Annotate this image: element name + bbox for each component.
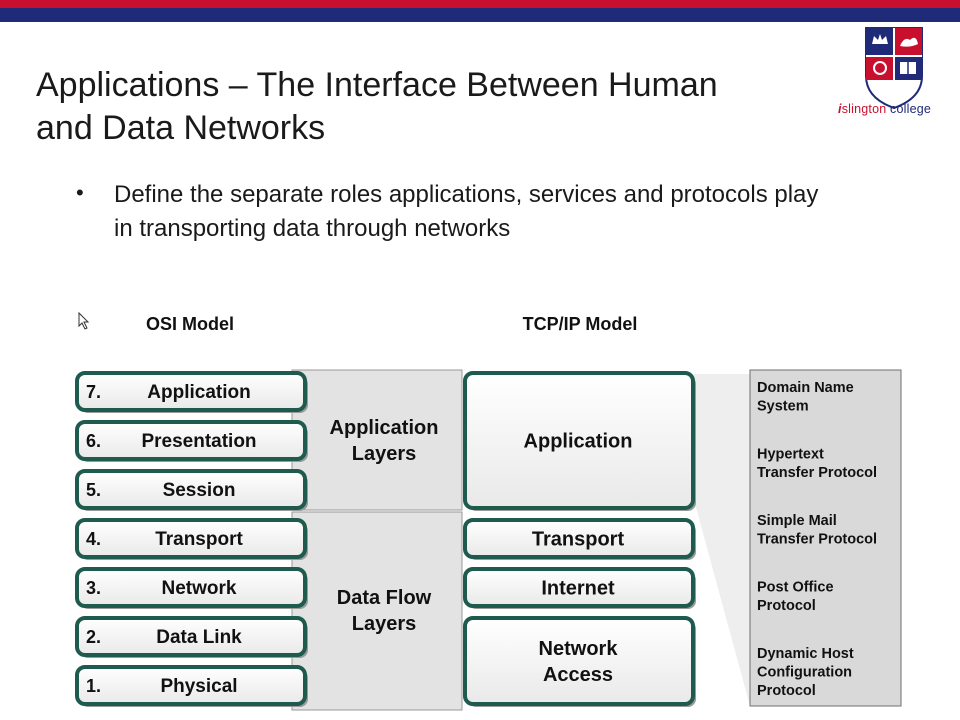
protocol-item-5-line: Dynamic Host xyxy=(757,646,854,662)
tcpip-layer-transport: Transport xyxy=(463,518,696,560)
slide-title-line-2: and Data Networks xyxy=(36,109,326,147)
osi-layer-number: 4. xyxy=(86,529,101,549)
osi-layer-data-link: 2. Data Link xyxy=(75,616,308,658)
bullet-dot-icon: • xyxy=(76,180,84,205)
osi-layer-box xyxy=(75,665,307,706)
tcpip-layers-group: ApplicationTransportInternetNetworkAcces… xyxy=(463,371,696,707)
protocol-item-4-line: Post Office xyxy=(757,580,834,596)
osi-layer-name: Transport xyxy=(155,529,243,550)
college-crest-logo xyxy=(865,27,923,110)
osi-layer-box xyxy=(75,567,307,608)
tcpip-layer-box xyxy=(463,616,695,706)
protocol-item-2-line: Transfer Protocol xyxy=(757,465,877,481)
osi-layer-network: 3. Network xyxy=(75,567,308,609)
tcpip-layer-box xyxy=(463,518,695,559)
osi-layer-number: 7. xyxy=(86,382,101,402)
osi-layer-name: Physical xyxy=(160,676,237,697)
tcpip-layer-name-line-1: Network xyxy=(539,638,619,660)
protocol-item-3-line: Transfer Protocol xyxy=(757,532,877,548)
osi-layers-group: 7. Application 6. Presentation 5. Session 4. Tr… xyxy=(75,371,308,707)
top-accent-bar-blue xyxy=(0,8,960,22)
application-layers-group-panel xyxy=(291,369,463,511)
osi-layer-name: Session xyxy=(163,480,236,501)
tcpip-model-heading: TCP/IP Model xyxy=(523,314,638,334)
osi-layer-application: 7. Application xyxy=(75,371,308,413)
osi-layer-presentation: 6. Presentation xyxy=(75,420,308,462)
osi-layer-box xyxy=(75,469,307,510)
protocols-panel xyxy=(749,369,902,707)
slide-title: Applications – The Interface Between Hum… xyxy=(36,64,836,150)
data-flow-layers-label-line-2: Layers xyxy=(352,613,417,635)
logo-text-red: slington xyxy=(841,102,887,116)
data-flow-layers-label-line-1: Data Flow xyxy=(337,587,432,609)
osi-layer-transport: 4. Transport xyxy=(75,518,308,560)
protocol-item-1-line: System xyxy=(757,399,809,415)
application-layers-label-line-1: Application xyxy=(330,417,439,439)
osi-layer-name: Data Link xyxy=(156,627,242,648)
osi-layer-box xyxy=(75,518,307,559)
osi-layer-name: Presentation xyxy=(141,431,256,452)
osi-layer-box xyxy=(75,616,307,657)
tcpip-layer-box xyxy=(463,567,695,608)
data-flow-layers-group-panel xyxy=(291,511,463,711)
tcpip-layer-name-line-2: Access xyxy=(543,664,613,686)
application-layers-label-line-2: Layers xyxy=(352,443,417,465)
osi-layer-number: 2. xyxy=(86,627,101,647)
osi-layer-box xyxy=(75,420,307,461)
protocol-item-1-line: Domain Name xyxy=(757,380,854,396)
logo-text-blue: college xyxy=(886,102,932,116)
osi-layer-number: 5. xyxy=(86,480,101,500)
protocol-item-2-line: Hypertext xyxy=(757,447,824,463)
slide-title-line-1: Applications – The Interface Between Hum… xyxy=(36,66,718,104)
osi-layer-session: 5. Session xyxy=(75,469,308,511)
bullet-text: Define the separate roles applications, … xyxy=(114,181,819,242)
tcpip-layer-internet: Internet xyxy=(463,567,696,609)
tcpip-layer-box xyxy=(463,371,695,510)
osi-model-heading: OSI Model xyxy=(146,314,234,334)
college-logo-text: islington college xyxy=(838,102,950,116)
protocol-connector-wedge xyxy=(694,374,750,706)
protocol-item-5-line: Protocol xyxy=(757,683,816,699)
osi-layer-number: 6. xyxy=(86,431,101,451)
osi-layer-name: Application xyxy=(147,382,250,403)
tcpip-layer-application: Application xyxy=(463,371,696,511)
protocol-item-4-line: Protocol xyxy=(757,598,816,614)
tcpip-layer-name-line-1: Application xyxy=(524,431,633,453)
osi-layer-name: Network xyxy=(162,578,237,599)
osi-layer-number: 3. xyxy=(86,578,101,598)
osi-layer-box xyxy=(75,371,307,412)
mouse-cursor-icon xyxy=(78,311,90,330)
protocol-item-3-line: Simple Mail xyxy=(757,513,837,529)
osi-layer-number: 1. xyxy=(86,676,101,696)
top-accent-bar-red xyxy=(0,0,960,8)
osi-layer-physical: 1. Physical xyxy=(75,665,308,707)
osi-tcpip-diagram: OSI Model TCP/IP Model 7. Application 6. Pr… xyxy=(75,311,902,711)
tcpip-layer-name-line-1: Internet xyxy=(541,578,615,600)
logo-text-prefix: i xyxy=(838,102,842,116)
tcpip-layer-name-line-1: Transport xyxy=(532,529,625,551)
protocol-item-5-line: Configuration xyxy=(757,665,852,681)
